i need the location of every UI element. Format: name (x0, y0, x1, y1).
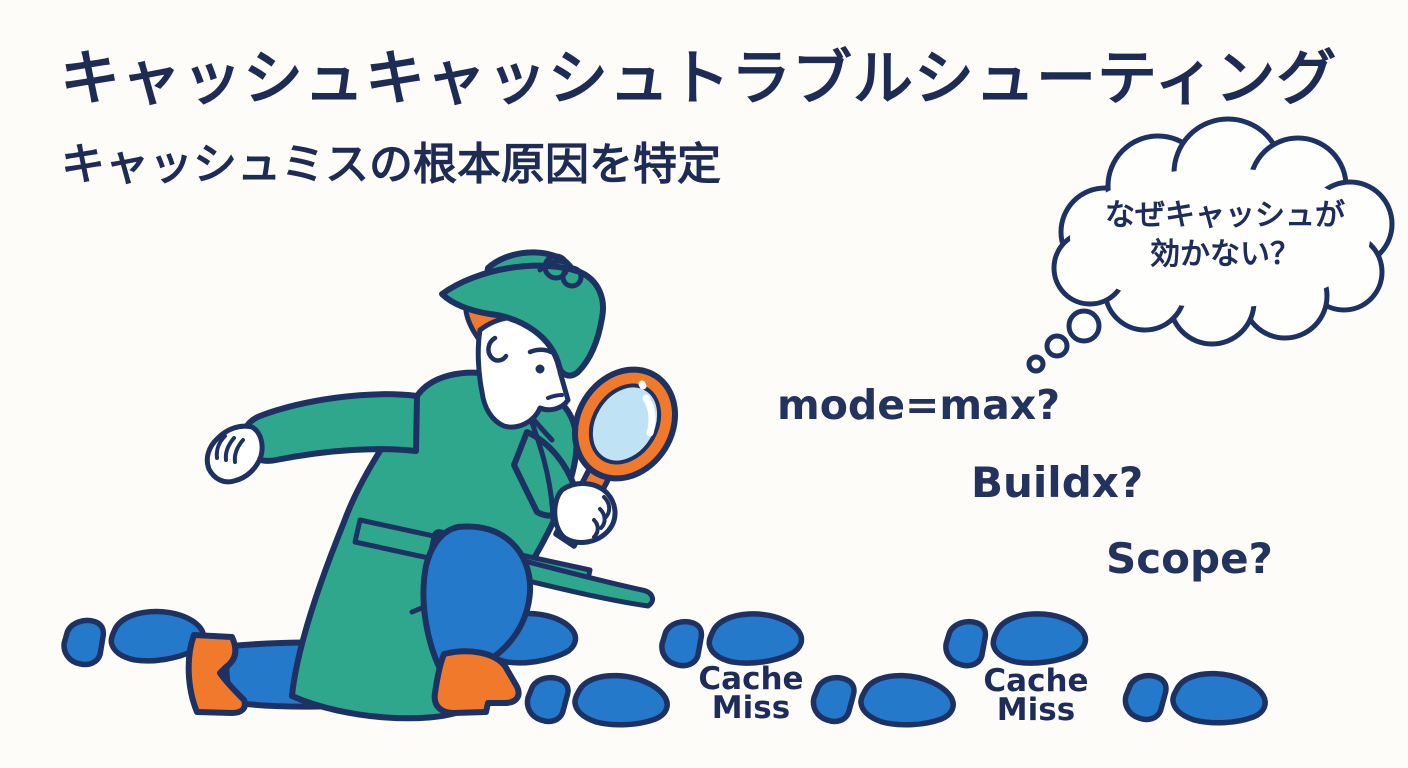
fist-finger-line (592, 518, 600, 539)
detective-front-boot (431, 648, 522, 716)
lens-highlight-dot (638, 380, 647, 390)
belt-strap (502, 553, 655, 609)
fist-finger-line (598, 507, 607, 530)
keyword-buildx: Buildx? (971, 458, 1144, 507)
thought-bubble-line1: なぜキャッシュが (1105, 198, 1345, 233)
keyword-mode-max: mode=max? (777, 381, 1061, 429)
thought-bubble-cloud (1026, 116, 1395, 374)
page-title: キャッシュキャッシュトラブルシューティング (60, 44, 1338, 114)
bubble-trail-circle (1026, 354, 1046, 374)
lens-highlight (642, 394, 656, 437)
cache-miss-line1: Cache (698, 661, 804, 697)
mouth-line (546, 393, 564, 400)
cache-miss-line2: Miss (711, 690, 791, 727)
hat-bow-loop (560, 265, 584, 289)
cache-miss-line1: Cache (983, 663, 1089, 699)
detective-arm-back (240, 391, 420, 464)
footprint-icon (944, 611, 1086, 667)
ear-line (486, 335, 509, 363)
detective-back-boot (185, 632, 248, 716)
keyword-scope: Scope? (1106, 534, 1273, 583)
cache-miss-line2: Miss (996, 692, 1076, 729)
fist-finger-line (602, 495, 612, 519)
footprint-icon (62, 608, 205, 667)
cache-miss-label: Cache Miss (971, 663, 1101, 729)
detective-figure (185, 249, 679, 722)
thought-bubble-line2: 効かない？ (1150, 237, 1300, 272)
eye-dot (535, 364, 545, 374)
footprint-icon (527, 673, 668, 727)
bubble-trail-circle (1066, 308, 1102, 344)
detective-fist (552, 481, 618, 545)
magnifier-lens (588, 383, 662, 465)
footprint-icon (813, 673, 954, 727)
bubble-trail-circle (1044, 333, 1070, 359)
page-subtitle: キャッシュミスの根本原因を特定 (61, 139, 721, 190)
footprint-icon (660, 611, 802, 667)
thought-bubble-text: なぜキャッシュが 効かない？ (1080, 196, 1370, 274)
hand-finger-line (223, 436, 236, 462)
hand-finger-line (214, 434, 227, 460)
hat-brim (439, 262, 606, 379)
cache-miss-label: Cache Miss (686, 661, 816, 727)
footprint-icon (1125, 671, 1266, 725)
magnifying-glass-icon (552, 366, 679, 549)
eyebrow-line (527, 347, 554, 355)
hat-bow-stem (537, 258, 567, 273)
hand-finger-line (232, 438, 245, 464)
